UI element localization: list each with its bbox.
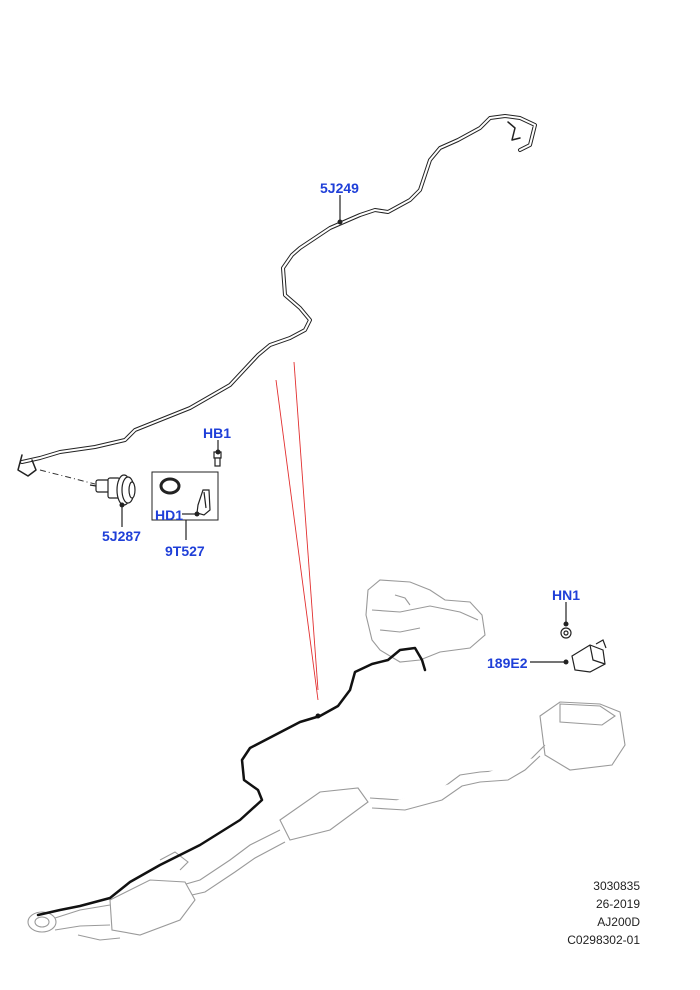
guide-lines — [275, 361, 319, 701]
leader-dot-5j249 — [337, 219, 343, 225]
reference-line-4: C0298302-01 — [567, 933, 640, 947]
o-ring-part — [159, 477, 181, 495]
bolt-part — [213, 451, 222, 467]
clip-part — [196, 489, 211, 516]
alignment-line — [39, 469, 96, 485]
leader-dot-hn1 — [563, 621, 569, 627]
reference-line-2: 26-2019 — [595, 897, 640, 911]
nut-part — [560, 627, 572, 639]
line-dot — [315, 713, 321, 719]
fuel-tank — [365, 579, 486, 663]
leader-dot-hd1 — [194, 511, 200, 517]
callout-5j249: 5J249 — [320, 180, 359, 196]
reference-line-1: 3030835 — [593, 879, 640, 893]
sensor-part — [571, 639, 607, 673]
reference-block: 3030835 26-2019 AJ200D C0298302-01 — [567, 877, 640, 949]
leader-dot-5j287 — [119, 502, 125, 508]
callout-hb1: HB1 — [203, 425, 232, 441]
fuel-line-upper — [17, 114, 537, 477]
pump-part — [89, 474, 136, 506]
exhaust-system — [27, 701, 626, 941]
reference-line-3: AJ200D — [597, 915, 640, 929]
callout-hn1: HN1 — [552, 587, 581, 603]
kit-box — [151, 471, 219, 521]
leader-dot-hb1 — [215, 449, 221, 455]
callout-5j287: 5J287 — [102, 528, 141, 544]
callout-hd1: HD1 — [155, 507, 184, 523]
callout-189e2: 189E2 — [487, 655, 528, 671]
callout-9t527: 9T527 — [165, 543, 205, 559]
fuel-line-lower — [36, 646, 427, 917]
leader-dot-189e2 — [563, 659, 569, 665]
